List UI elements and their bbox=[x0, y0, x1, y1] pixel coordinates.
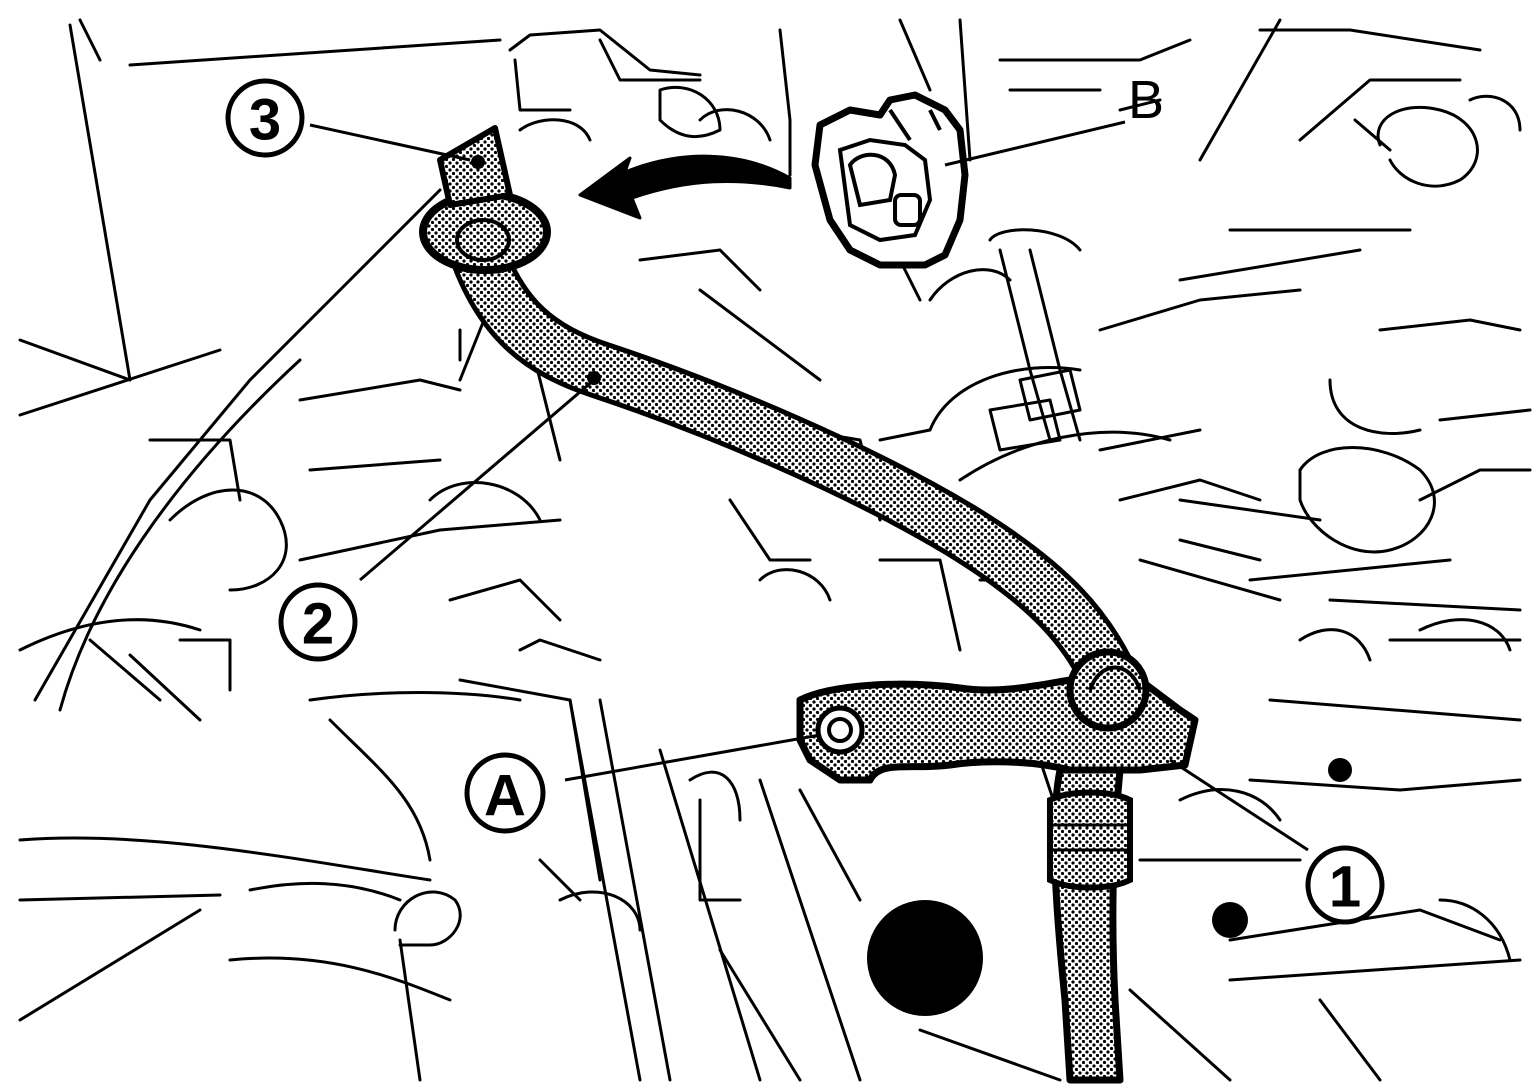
bracket-1 bbox=[796, 648, 1199, 784]
callout-1: 1 bbox=[1305, 845, 1385, 925]
callout-1-label: 1 bbox=[1329, 855, 1361, 920]
lower-hose bbox=[1047, 766, 1133, 1084]
leader-line-1 bbox=[1169, 758, 1309, 852]
callout-a: A bbox=[464, 752, 546, 834]
leader-dot-2 bbox=[587, 371, 601, 385]
curved-arrow-left-icon bbox=[578, 154, 792, 220]
leader-line-b bbox=[944, 120, 1126, 167]
callout-2-label: 2 bbox=[302, 592, 334, 657]
leader-line-a bbox=[564, 733, 821, 782]
leader-dot-3 bbox=[471, 155, 485, 169]
callout-a-label: A bbox=[484, 764, 526, 829]
leader-line-3 bbox=[309, 123, 471, 162]
label-b: B bbox=[1128, 70, 1164, 130]
harness-2-highlight bbox=[419, 190, 1144, 719]
callout-2: 2 bbox=[278, 582, 358, 662]
leader-lines bbox=[309, 120, 1309, 852]
callout-3-label: 3 bbox=[249, 88, 281, 153]
engine-bay-background bbox=[18, 18, 1532, 1082]
connector-icon bbox=[811, 91, 969, 269]
leader-line-2 bbox=[359, 378, 595, 582]
callout-3: 3 bbox=[225, 78, 305, 158]
bolt-icon bbox=[815, 705, 865, 755]
